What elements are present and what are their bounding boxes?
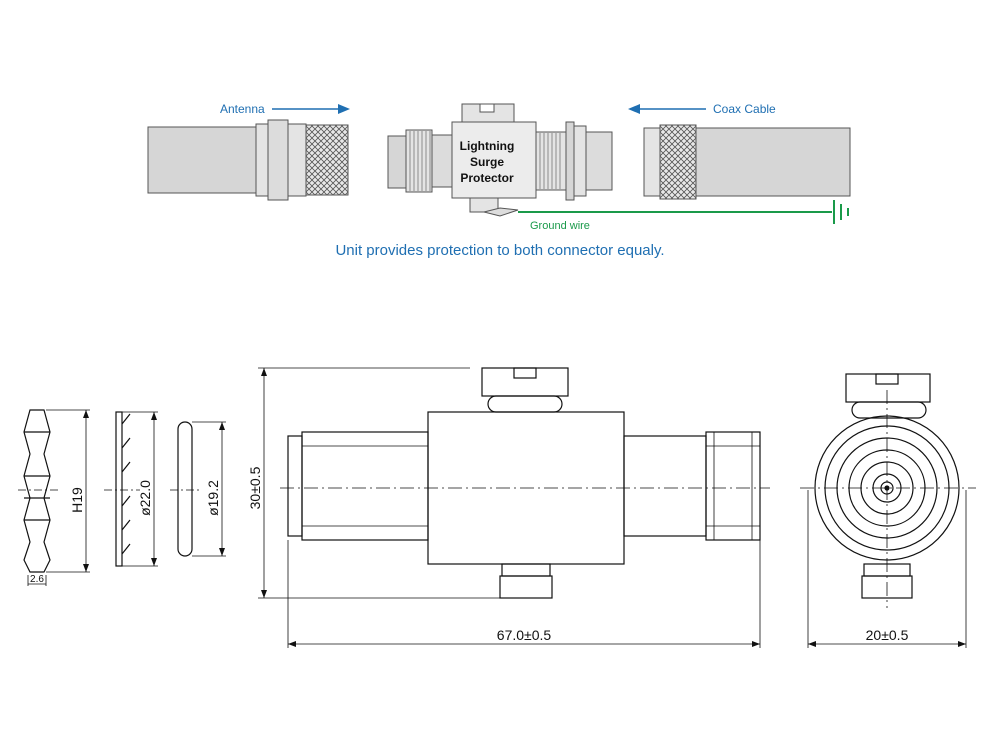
body-length-label: 67.0±0.5 bbox=[497, 627, 552, 643]
antenna-cable bbox=[147, 119, 349, 201]
end-width-label: 20±0.5 bbox=[866, 627, 909, 643]
oring-diameter-label: ø19.2 bbox=[205, 480, 221, 516]
hex-nut-drawing bbox=[18, 409, 90, 586]
antenna-label: Antenna bbox=[220, 102, 265, 116]
protector-side-view bbox=[258, 367, 770, 648]
o-ring-drawing bbox=[170, 421, 226, 557]
protector-label-line2: Surge bbox=[470, 155, 504, 169]
coax-label: Coax Cable bbox=[713, 102, 776, 116]
caption: Unit provides protection to both connect… bbox=[335, 242, 664, 259]
protector-label-line1: Lightning bbox=[460, 139, 515, 153]
protector-end-view bbox=[800, 373, 976, 648]
nut-thickness-label: 2.6 bbox=[30, 574, 44, 585]
antenna-arrow bbox=[272, 104, 350, 114]
coax-cable bbox=[643, 124, 851, 200]
body-height-label: 30±0.5 bbox=[247, 466, 263, 509]
coax-arrow bbox=[628, 104, 706, 114]
tooth-washer-drawing bbox=[104, 411, 158, 567]
protector-label-line3: Protector bbox=[460, 171, 514, 185]
ground-wire bbox=[518, 200, 849, 224]
ground-wire-label: Ground wire bbox=[530, 220, 590, 232]
nut-height-label: H19 bbox=[69, 487, 85, 513]
protector-unit bbox=[387, 103, 613, 217]
dimension-arrows bbox=[83, 368, 966, 647]
washer-diameter-label: ø22.0 bbox=[137, 480, 153, 516]
